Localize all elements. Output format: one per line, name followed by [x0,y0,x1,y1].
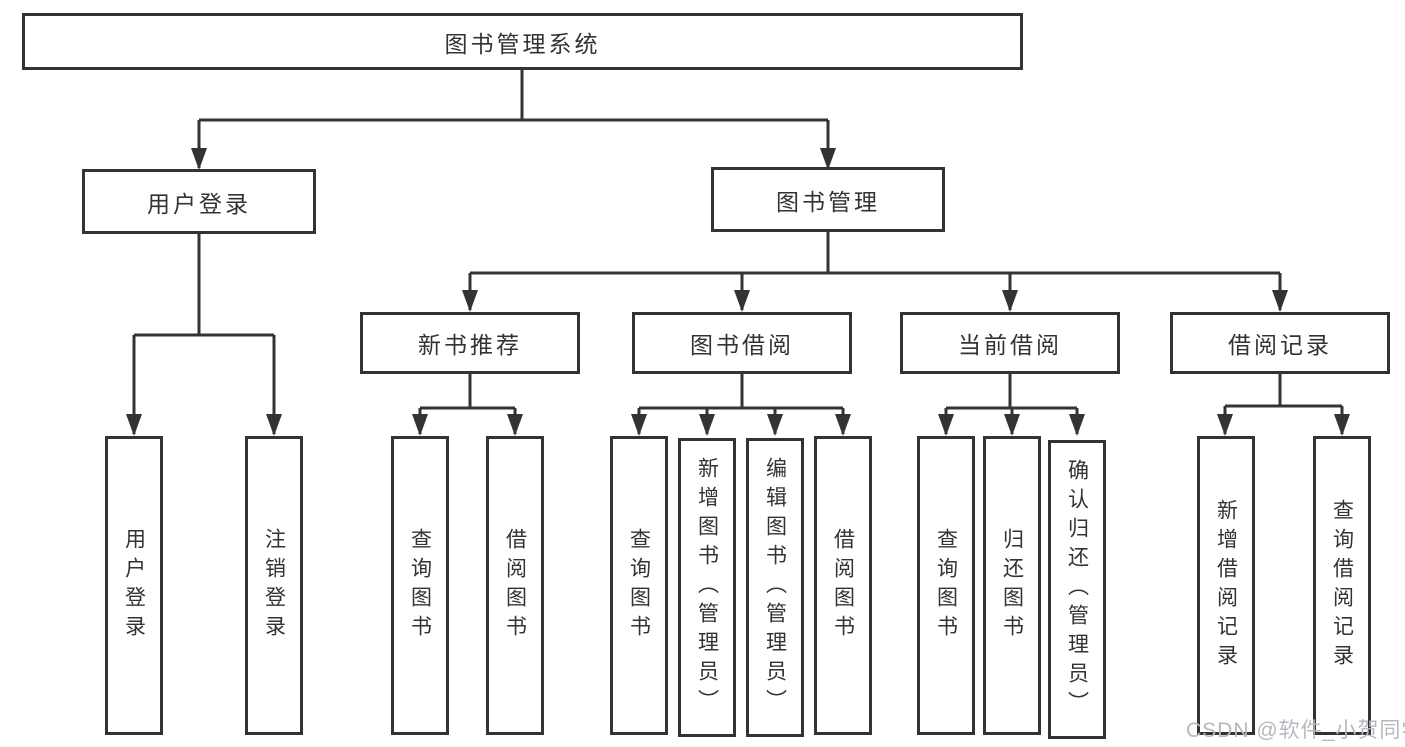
node-book-management: 图书管理 [711,167,945,232]
node-book-management-label: 图书管理 [776,188,880,215]
node-query-books-3: 查询图书 [917,436,975,735]
node-current-borrowing-label: 当前借阅 [958,332,1062,358]
node-new-book-recommend-label: 新书推荐 [418,332,522,358]
node-add-borrow-record-label: 新增借阅记录 [1214,498,1238,673]
node-book-borrowing: 图书借阅 [632,312,852,374]
node-add-books-admin-label: 新增图书（管理员） [695,457,719,718]
node-query-borrow-record-label: 查询借阅记录 [1330,498,1354,673]
node-query-books-3-label: 查询图书 [934,527,958,644]
node-confirm-return-admin-label: 确认归还（管理员） [1065,459,1089,720]
node-return-books: 归还图书 [983,436,1041,735]
node-add-books-admin: 新增图书（管理员） [678,438,736,737]
node-new-book-recommend: 新书推荐 [360,312,580,374]
node-edit-books-admin: 编辑图书（管理员） [746,438,804,737]
node-root-label: 图书管理系统 [444,30,601,57]
node-book-borrowing-label: 图书借阅 [690,332,794,358]
node-return-books-label: 归还图书 [1000,527,1024,644]
node-root: 图书管理系统 [22,13,1023,70]
node-borrow-books-1-label: 借阅图书 [503,527,527,644]
node-logout: 注销登录 [245,436,303,735]
node-query-books-2: 查询图书 [610,436,668,735]
node-logout-label: 注销登录 [262,527,286,644]
node-current-borrowing: 当前借阅 [900,312,1120,374]
node-borrowing-records: 借阅记录 [1170,312,1390,374]
node-borrow-books-1: 借阅图书 [486,436,544,735]
node-borrow-books-2: 借阅图书 [814,436,872,735]
node-query-books-2-label: 查询图书 [627,527,651,644]
node-user-login-label: 用户登录 [147,190,251,217]
node-user-login: 用户登录 [82,169,316,234]
node-borrow-books-2-label: 借阅图书 [831,527,855,644]
node-confirm-return-admin: 确认归还（管理员） [1048,440,1106,739]
node-edit-books-admin-label: 编辑图书（管理员） [763,457,787,718]
node-user-login-leaf: 用户登录 [105,436,163,735]
node-borrowing-records-label: 借阅记录 [1228,332,1332,358]
node-query-books-1-label: 查询图书 [408,527,432,644]
csdn-watermark: CSDN @软件_小贺同学 [1186,719,1405,742]
node-add-borrow-record: 新增借阅记录 [1197,436,1255,735]
arrowheads [126,148,1350,436]
node-query-books-1: 查询图书 [391,436,449,735]
node-user-login-leaf-label: 用户登录 [122,527,146,644]
node-query-borrow-record: 查询借阅记录 [1313,436,1371,735]
